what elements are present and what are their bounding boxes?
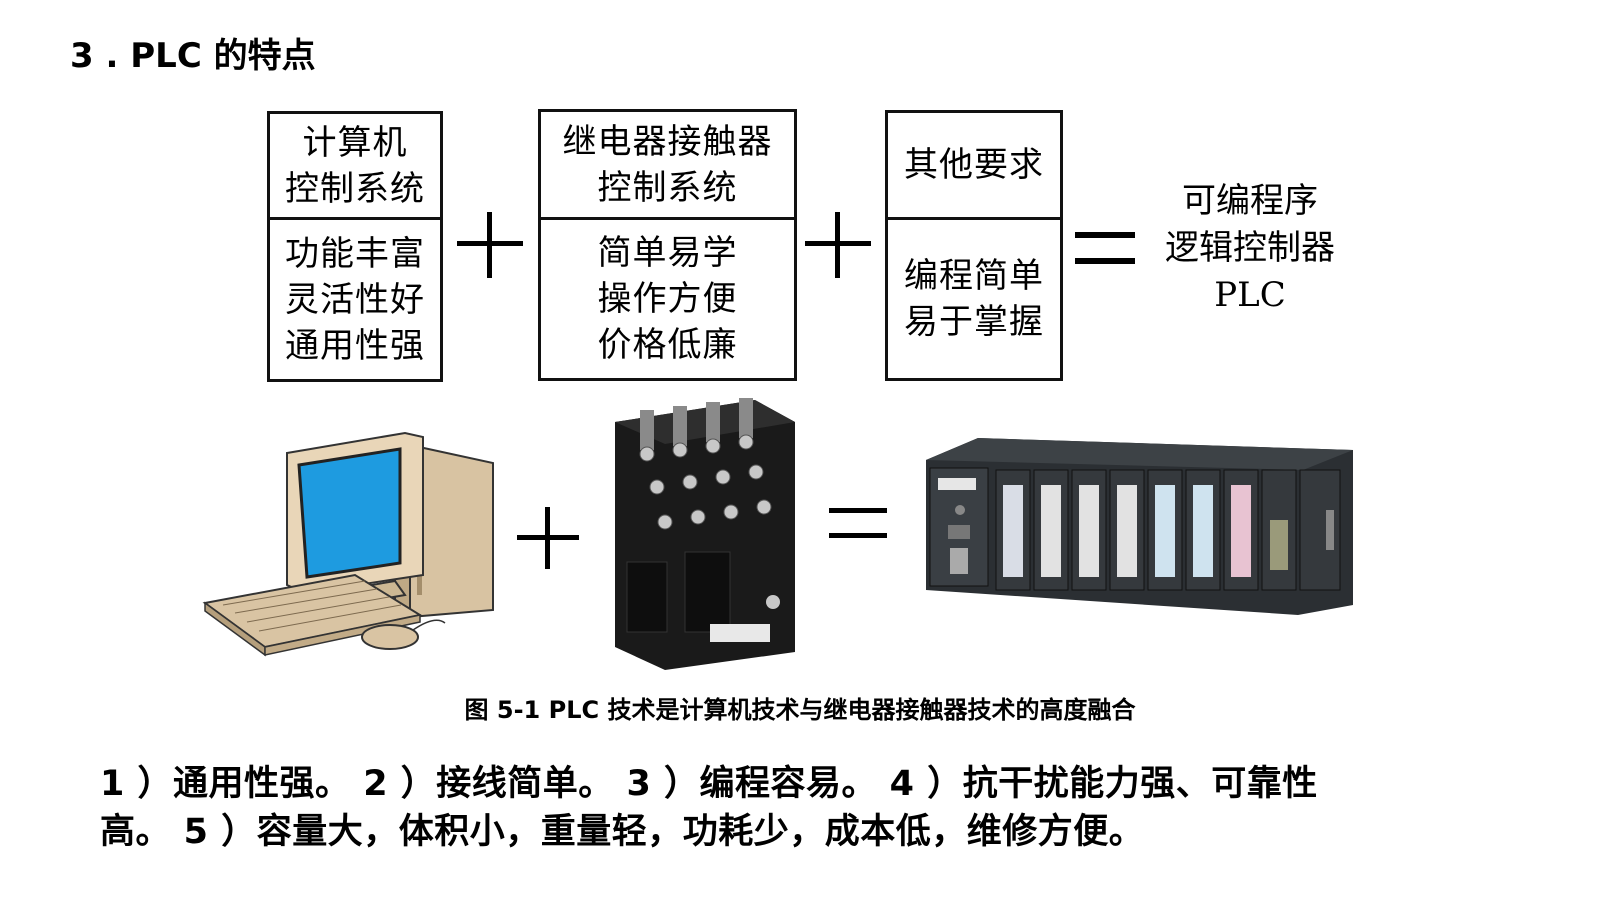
feature-line: 编程简单 xyxy=(904,256,1044,296)
box-title-line: 控制系统 xyxy=(285,168,425,209)
plc-features-paragraph: 1 ）通用性强。 2 ）接线简单。 3 ）编程容易。 4 ）抗干扰能力强、可靠性… xyxy=(100,760,1540,856)
computer-control-box: 计算机 控制系统 功能丰富 灵活性好 通用性强 xyxy=(267,111,443,382)
feature-line: 价格低廉 xyxy=(597,325,738,365)
equals-operator xyxy=(1075,232,1135,264)
box-title-line: 继电器接触器 xyxy=(562,121,773,162)
page-title: 3 . PLC 的特点 xyxy=(70,36,316,76)
computer-control-box-features: 功能丰富 灵活性好 通用性强 xyxy=(270,220,440,379)
relay-control-box-title: 继电器接触器 控制系统 xyxy=(541,112,794,220)
plc-rack-illustration xyxy=(926,438,1353,615)
computer-illustration xyxy=(202,431,494,657)
feature-line: 操作方便 xyxy=(597,279,738,319)
result-line: 逻辑控制器 xyxy=(1165,228,1335,268)
feature-line: 功能丰富 xyxy=(285,233,425,274)
other-requirements-box: 其他要求 编程简单 易于掌握 xyxy=(885,110,1063,381)
relay-control-box: 继电器接触器 控制系统 简单易学 操作方便 价格低廉 xyxy=(538,109,797,381)
features-line: 高。 5 ）容量大，体积小，重量轻，功耗少，成本低，维修方便。 xyxy=(100,812,1145,852)
relay-control-box-features: 简单易学 操作方便 价格低廉 xyxy=(541,220,794,378)
relay-contactor-illustration xyxy=(615,398,795,670)
plus-operator xyxy=(517,507,579,569)
feature-line: 简单易学 xyxy=(597,233,738,273)
plus-operator xyxy=(457,212,523,278)
box-title-line: 其他要求 xyxy=(904,145,1044,185)
feature-line: 通用性强 xyxy=(285,325,425,366)
plc-result-label: 可编程序 逻辑控制器 PLC xyxy=(1150,178,1350,319)
plus-operator xyxy=(805,212,871,278)
equals-operator xyxy=(829,508,887,538)
feature-line: 灵活性好 xyxy=(285,279,425,320)
figure-caption: 图 5-1 PLC 技术是计算机技术与继电器接触器技术的高度融合 xyxy=(464,696,1136,724)
box-title-line: 计算机 xyxy=(302,122,408,163)
computer-control-box-title: 计算机 控制系统 xyxy=(270,114,440,220)
features-line: 1 ）通用性强。 2 ）接线简单。 3 ）编程容易。 4 ）抗干扰能力强、可靠性 xyxy=(100,764,1318,804)
other-requirements-box-features: 编程简单 易于掌握 xyxy=(888,220,1060,378)
feature-line: 易于掌握 xyxy=(904,302,1044,342)
result-line: 可编程序 xyxy=(1182,181,1318,221)
result-line: PLC xyxy=(1214,275,1286,315)
other-requirements-box-title: 其他要求 xyxy=(888,113,1060,220)
box-title-line: 控制系统 xyxy=(597,167,738,208)
